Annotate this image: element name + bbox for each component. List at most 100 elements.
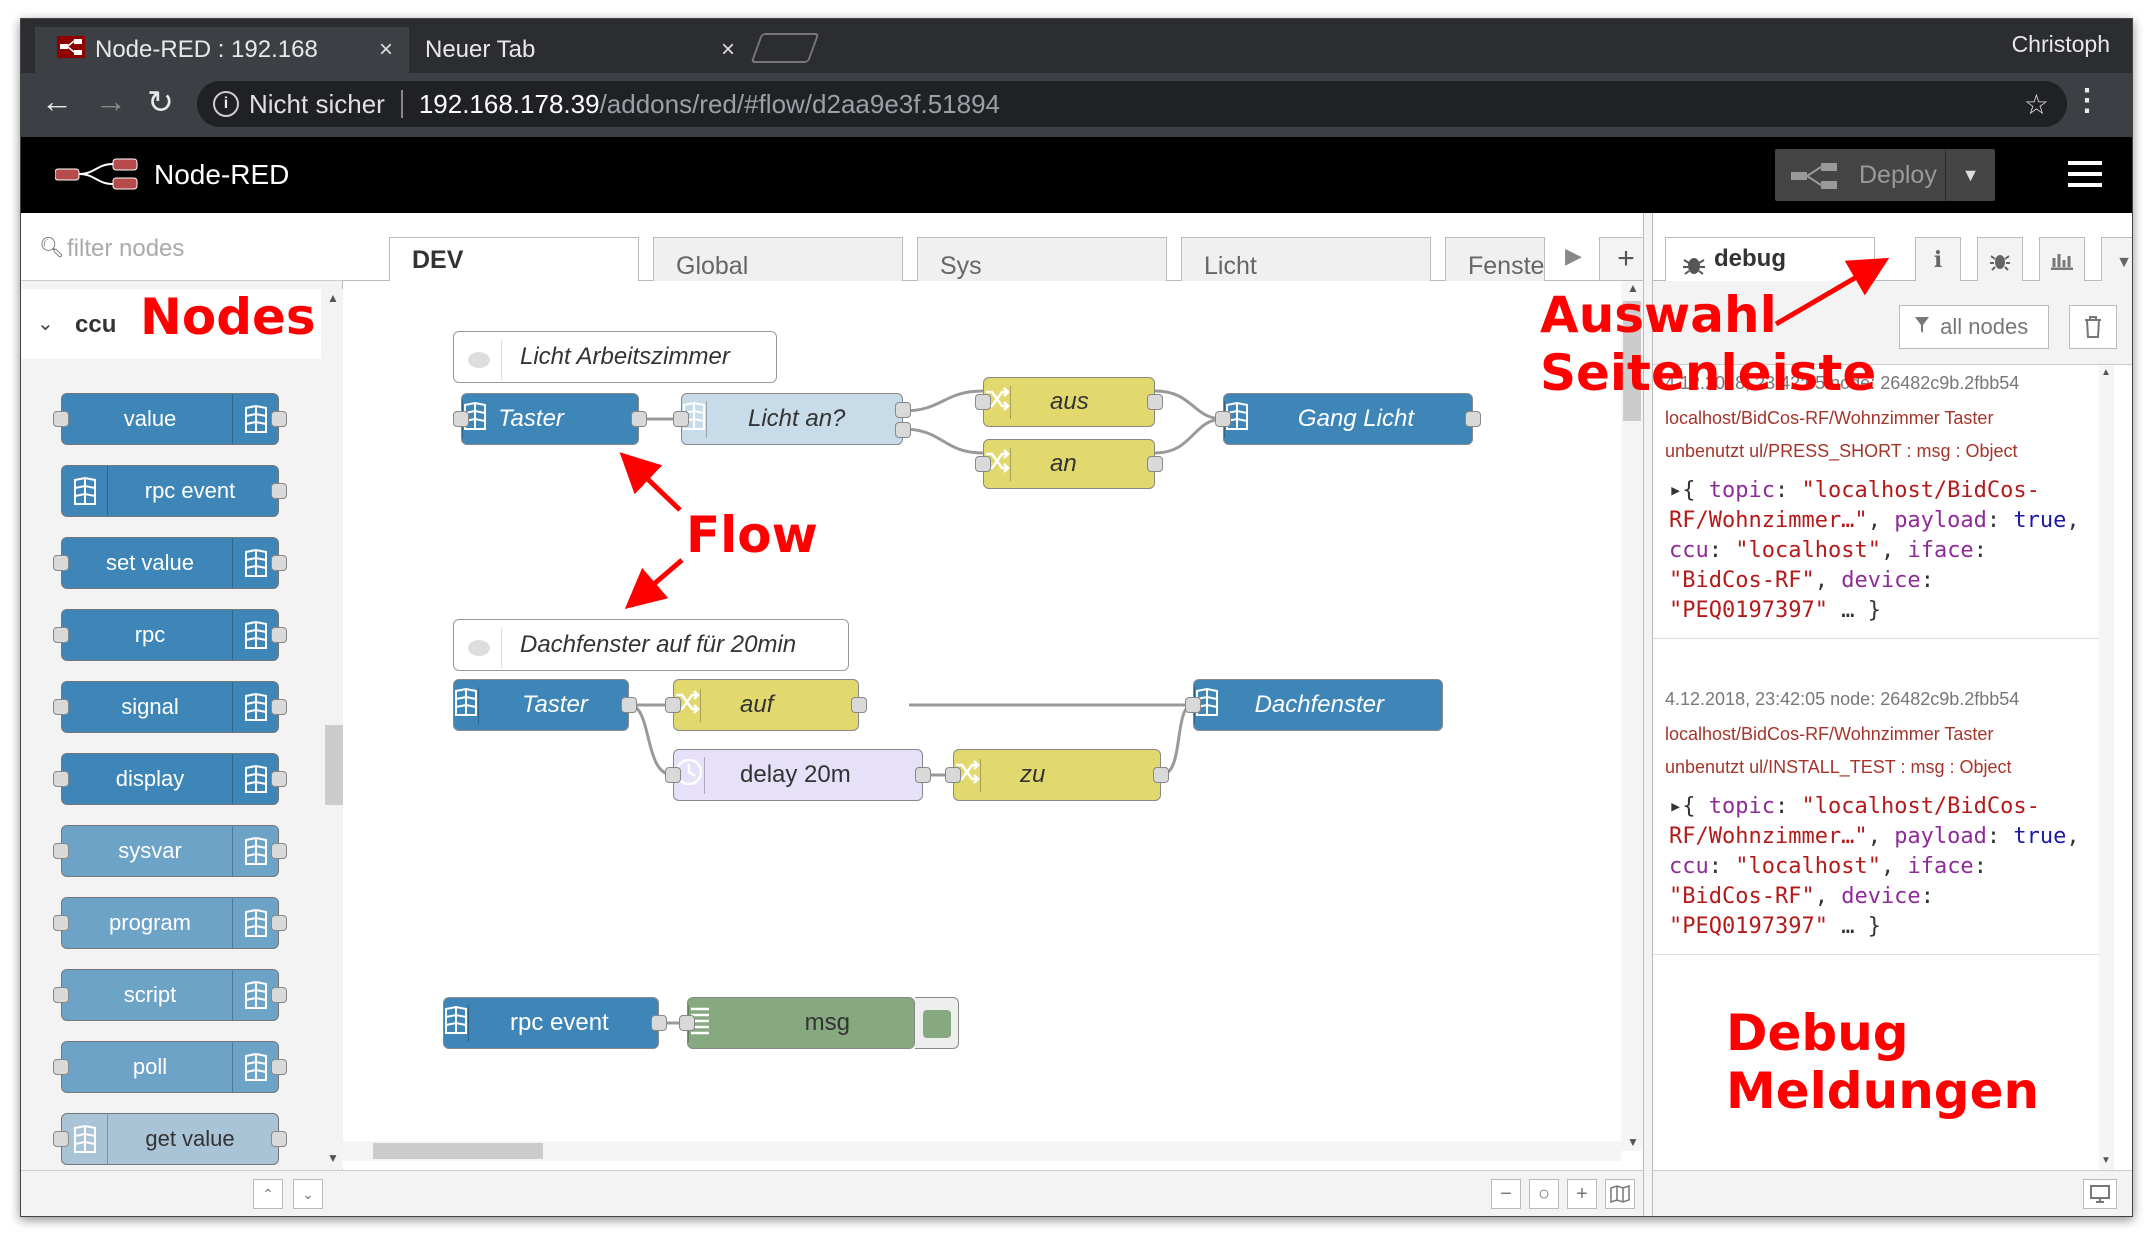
ccu-set-node[interactable]: Dachfenster bbox=[1185, 679, 1443, 731]
output-port[interactable] bbox=[1153, 767, 1169, 783]
expand-all-button[interactable]: ⌄ bbox=[293, 1179, 323, 1209]
debug-message[interactable]: 4.12.2018, 23:42:05 node: 26482c9b.2fbb5… bbox=[1653, 365, 2099, 639]
sidebar-splitter[interactable] bbox=[1643, 213, 1653, 1216]
output-port[interactable] bbox=[851, 697, 867, 713]
reload-icon[interactable]: ↻ bbox=[147, 84, 174, 120]
deploy-dropdown-icon[interactable]: ▼ bbox=[1945, 149, 1995, 201]
change-node[interactable]: zu bbox=[945, 749, 1169, 801]
ccu-rpc-event-node[interactable]: rpc event bbox=[443, 997, 667, 1049]
input-port[interactable] bbox=[1215, 411, 1231, 427]
back-arrow-icon[interactable]: ← bbox=[41, 83, 73, 119]
sidebar-menu-caret-icon[interactable]: ▼ bbox=[2101, 237, 2132, 283]
scrollbar-thumb[interactable] bbox=[1623, 301, 1641, 421]
debug-message[interactable]: 4.12.2018, 23:42:05 node: 26482c9b.2fbb5… bbox=[1653, 681, 2099, 955]
change-node[interactable]: auf bbox=[665, 679, 867, 731]
profile-name[interactable]: Christoph bbox=[2011, 31, 2110, 57]
palette-node[interactable]: signal bbox=[53, 681, 287, 733]
popout-monitor-icon[interactable] bbox=[2083, 1179, 2117, 1209]
comment-node[interactable]: Dachfenster auf für 20min bbox=[453, 619, 849, 671]
scroll-down-icon[interactable]: ▼ bbox=[327, 1151, 339, 1165]
zoom-in-button[interactable]: + bbox=[1567, 1179, 1597, 1209]
filter-button[interactable]: all nodes bbox=[1899, 305, 2049, 349]
palette-node[interactable]: value bbox=[53, 393, 287, 445]
input-port[interactable] bbox=[975, 394, 991, 410]
palette-node[interactable]: set value bbox=[53, 537, 287, 589]
new-tab-button[interactable] bbox=[750, 33, 820, 63]
debug-scrollbar[interactable]: ▲ ▼ bbox=[2099, 365, 2114, 1170]
main-menu-icon[interactable] bbox=[2068, 161, 2102, 194]
input-port[interactable] bbox=[1185, 697, 1201, 713]
forward-arrow-icon[interactable]: → bbox=[95, 83, 127, 119]
deploy-button[interactable]: Deploy ▼ bbox=[1775, 149, 1995, 201]
scroll-up-icon[interactable]: ▲ bbox=[327, 291, 339, 305]
browser-menu-icon[interactable]: ⋮ bbox=[2072, 84, 2102, 117]
palette-node[interactable]: sysvar bbox=[53, 825, 287, 877]
url-bar[interactable]: i Nicht sicher 192.168.178.39 /addons/re… bbox=[197, 81, 2067, 127]
expand-caret-icon[interactable]: ▸{ bbox=[1669, 478, 1709, 503]
palette-filter[interactable]: 🔍︎ filter nodes bbox=[21, 213, 343, 281]
palette-node[interactable]: poll bbox=[53, 1041, 287, 1093]
bookmark-star-icon[interactable]: ☆ bbox=[2023, 88, 2049, 120]
ccu-input-node[interactable]: Taster bbox=[453, 679, 637, 731]
zoom-out-button[interactable]: − bbox=[1491, 1179, 1521, 1209]
chevron-down-icon[interactable]: ⌄ bbox=[37, 313, 54, 335]
flow-canvas[interactable]: Licht Arbeitszimmer Taster Licht an? aus bbox=[343, 281, 1643, 1161]
palette-node[interactable]: program bbox=[53, 897, 287, 949]
input-port[interactable] bbox=[453, 411, 469, 427]
input-port[interactable] bbox=[665, 697, 681, 713]
palette-category-ccu[interactable]: ⌄ ccu bbox=[21, 289, 321, 359]
bug-icon[interactable] bbox=[1977, 237, 2023, 283]
info-icon[interactable]: i bbox=[213, 91, 239, 117]
debug-node[interactable]: msg bbox=[679, 997, 915, 1049]
output-port[interactable] bbox=[895, 422, 911, 438]
navigator-map-icon[interactable] bbox=[1605, 1179, 1635, 1209]
input-port[interactable] bbox=[665, 767, 681, 783]
input-port[interactable] bbox=[975, 456, 991, 472]
canvas-hscrollbar[interactable] bbox=[343, 1141, 1621, 1161]
scrollbar-thumb[interactable] bbox=[325, 725, 343, 805]
palette-node[interactable]: display bbox=[53, 753, 287, 805]
output-port[interactable] bbox=[621, 697, 637, 713]
output-port[interactable] bbox=[1147, 456, 1163, 472]
canvas-vscrollbar[interactable]: ▲ ▼ bbox=[1621, 281, 1643, 1151]
input-port[interactable] bbox=[673, 411, 689, 427]
palette-node[interactable]: get value bbox=[53, 1113, 287, 1165]
change-node[interactable]: aus bbox=[975, 377, 1163, 427]
output-port[interactable] bbox=[895, 402, 911, 418]
output-port[interactable] bbox=[1465, 411, 1481, 427]
tab-scroll-right-icon[interactable]: ▶ bbox=[1565, 243, 1582, 268]
output-port[interactable] bbox=[915, 767, 931, 783]
browser-tab-new[interactable]: Neuer Tab × bbox=[411, 27, 751, 73]
scrollbar-thumb[interactable] bbox=[373, 1143, 543, 1159]
collapse-all-button[interactable]: ⌃ bbox=[253, 1179, 283, 1209]
clear-trash-icon[interactable] bbox=[2069, 305, 2117, 349]
ccu-input-node[interactable]: Taster bbox=[453, 393, 647, 445]
filter-input[interactable]: filter nodes bbox=[67, 235, 185, 262]
debug-toggle-button[interactable] bbox=[915, 997, 959, 1049]
tab-dev[interactable]: DEV bbox=[389, 237, 639, 282]
zoom-reset-button[interactable]: ○ bbox=[1529, 1179, 1559, 1209]
change-node[interactable]: an bbox=[975, 439, 1163, 489]
message-object[interactable]: ▸{ topic: "localhost/BidCos-RF/Wohnzimme… bbox=[1669, 478, 2080, 623]
browser-tab-nodered[interactable]: Node-RED : 192.168 × bbox=[35, 27, 409, 73]
palette-node[interactable]: rpc event bbox=[61, 465, 287, 517]
message-object[interactable]: ▸{ topic: "localhost/BidCos-RF/Wohnzimme… bbox=[1669, 794, 2080, 939]
input-port[interactable] bbox=[945, 767, 961, 783]
delay-node[interactable]: delay 20m bbox=[665, 749, 931, 801]
close-tab-icon[interactable]: × bbox=[378, 36, 393, 63]
tab-debug[interactable]: debug bbox=[1665, 237, 1875, 282]
palette-node[interactable]: rpc bbox=[53, 609, 287, 661]
dashboard-chart-icon[interactable] bbox=[2039, 237, 2085, 283]
input-port[interactable] bbox=[679, 1015, 695, 1031]
palette-scrollbar[interactable]: ▲ ▼ bbox=[323, 289, 343, 1169]
output-port[interactable] bbox=[1147, 394, 1163, 410]
ccu-get-node[interactable]: Licht an? bbox=[673, 393, 911, 445]
ccu-set-node[interactable]: Gang Licht bbox=[1215, 393, 1481, 445]
palette-node[interactable]: script bbox=[53, 969, 287, 1021]
expand-caret-icon[interactable]: ▸{ bbox=[1669, 794, 1709, 819]
output-port[interactable] bbox=[651, 1015, 667, 1031]
close-tab-icon[interactable]: × bbox=[720, 36, 735, 63]
output-port[interactable] bbox=[631, 411, 647, 427]
info-icon[interactable]: i bbox=[1915, 237, 1961, 283]
comment-node[interactable]: Licht Arbeitszimmer bbox=[453, 331, 777, 383]
